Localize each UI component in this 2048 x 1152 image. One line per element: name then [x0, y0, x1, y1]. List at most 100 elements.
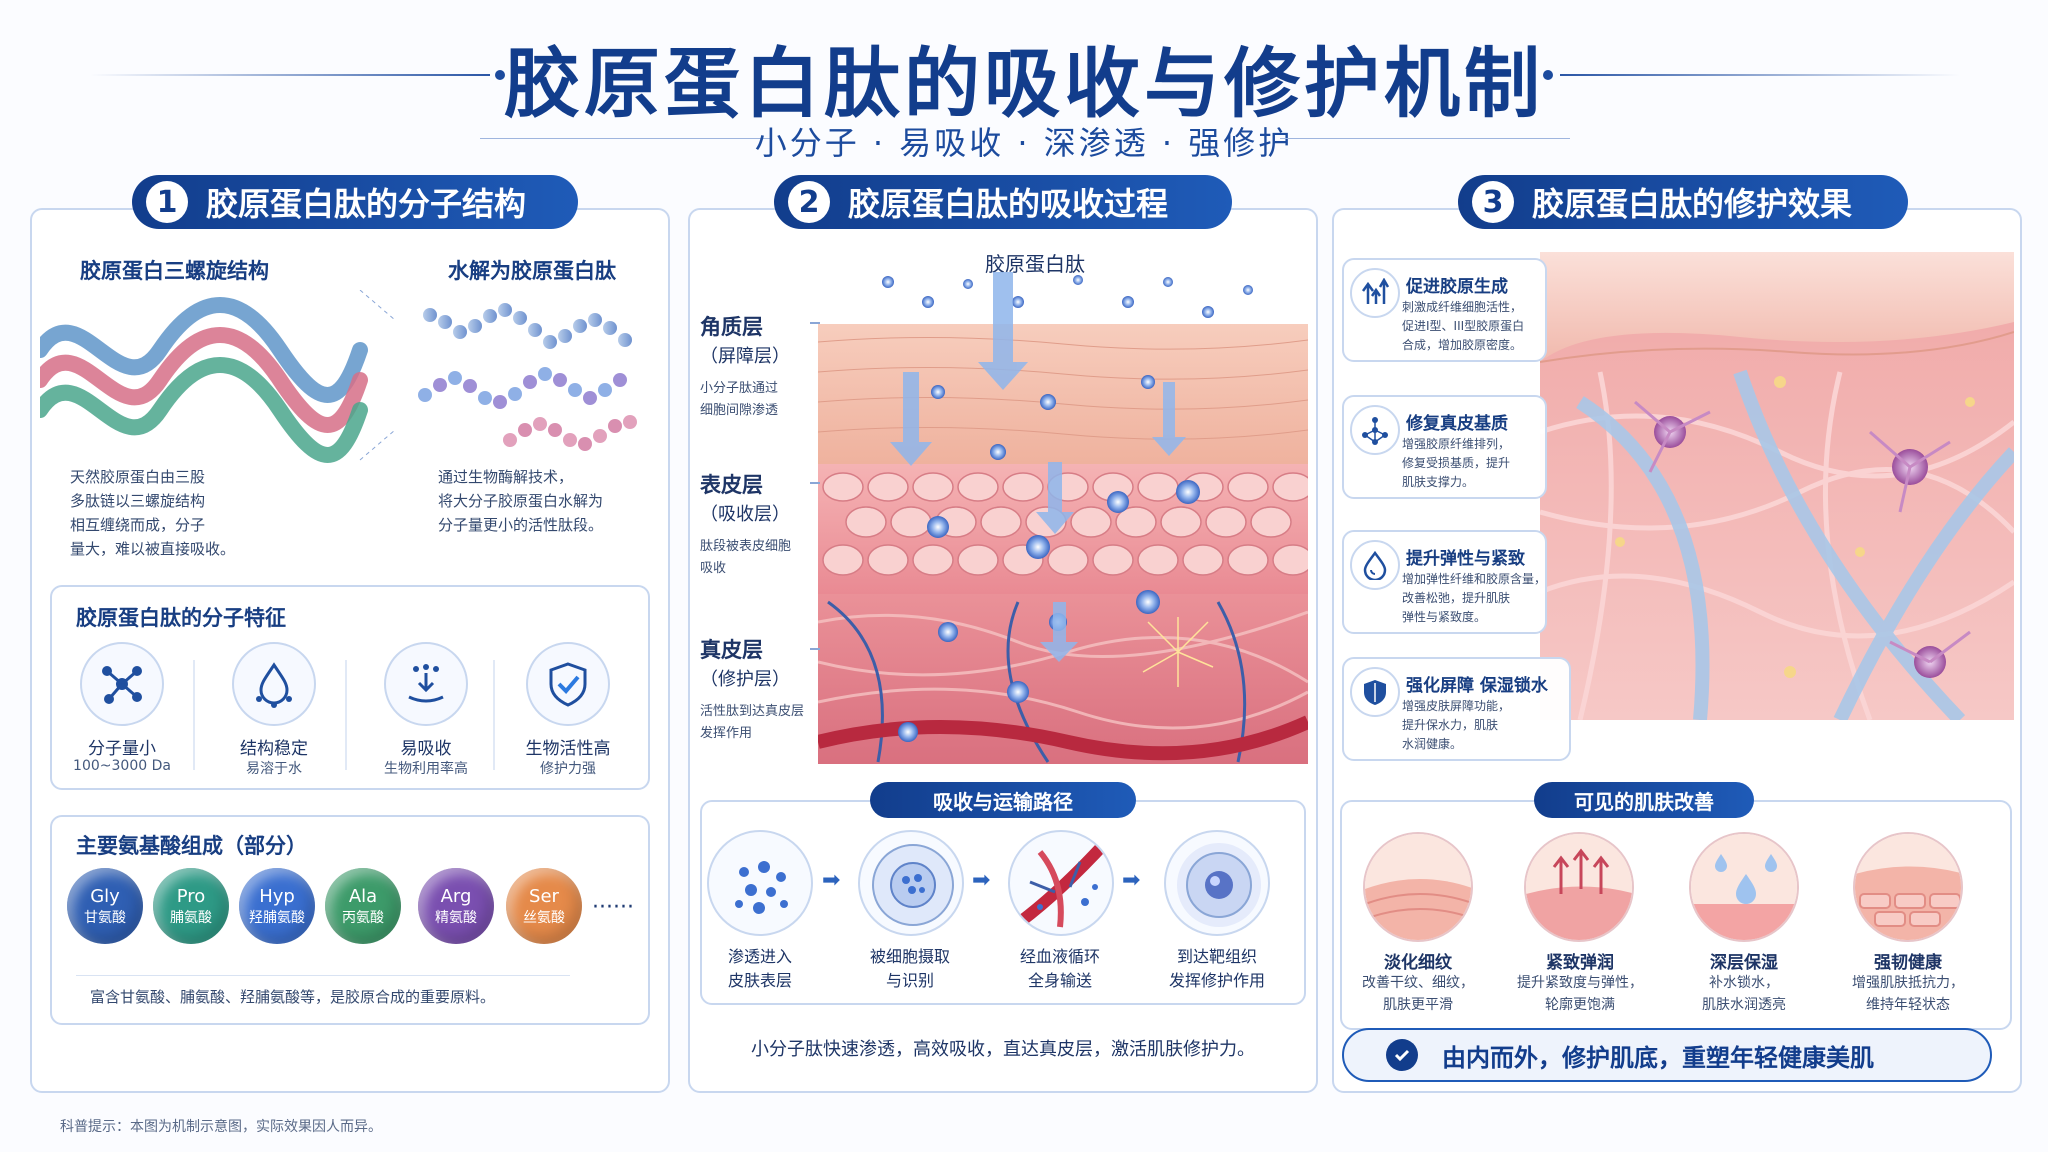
- feature-sub: 100~3000 Da: [73, 758, 171, 774]
- step-blood-circulation-icon: [1008, 830, 1114, 936]
- feature-label: 分子量小: [88, 739, 156, 759]
- layer-tick: [810, 482, 820, 484]
- title-right-dot: [1543, 70, 1553, 80]
- molecule-icon: [80, 642, 164, 726]
- layer-tick: [810, 648, 820, 650]
- amino-note: 富含甘氨酸、脯氨酸、羟脯氨酸等，是胶原合成的重要原料。: [90, 988, 496, 1006]
- helix-to-peptide-illustration: [40, 290, 637, 463]
- step-label: 到达靶组织发挥修护作用: [1168, 947, 1265, 990]
- step-penetrate-icon: [707, 830, 813, 936]
- title-left-rule: [90, 74, 490, 76]
- visible-desc: 补水锁水，肌肤水润透亮: [1702, 975, 1786, 1013]
- smooth-wrinkle-icon: [1363, 832, 1473, 942]
- feature-divider: [193, 660, 195, 770]
- skin-layers-illustration: [818, 272, 1308, 764]
- zoom-line-bottom: [359, 429, 396, 461]
- footnote: 科普提示：本图为机制示意图，实际效果因人而异。: [60, 1119, 382, 1135]
- peptide-particles: [882, 275, 1253, 742]
- check-circle-icon: [1386, 1039, 1418, 1071]
- fibroblast-cells: [1634, 400, 1971, 678]
- absorb-icon: [384, 642, 468, 726]
- step-label: 渗透进入皮肤表层: [727, 947, 792, 990]
- feature-sub: 修护力强: [540, 761, 596, 777]
- helix-strand-blue: [40, 297, 368, 403]
- visible-title: 深层保湿: [1710, 953, 1778, 973]
- helix-strand-pink: [40, 327, 368, 433]
- transport-path-title: 吸收与运输路径: [870, 782, 1136, 818]
- feature-label: 易吸收: [400, 739, 452, 759]
- visible-title: 强韧健康: [1874, 953, 1942, 973]
- effect-promote-collagen: 促进胶原生成 刺激成纤维细胞活性，促进I型、III型胶原蛋白合成，增加胶原密度。: [1342, 258, 1547, 362]
- title-right-rule: [1560, 74, 1960, 76]
- feature-divider: [493, 660, 495, 770]
- layer-epidermis: 表皮层 （吸收层） 肽段被表皮细胞 吸收: [700, 473, 792, 576]
- effect-repair-matrix: 修复真皮基质 增强胶原纤维排列，修复受损基质，提升肌肤支撑力。: [1342, 395, 1547, 499]
- page-subtitle: 小分子 · 易吸收 · 深渗透 · 强修护: [754, 124, 1294, 162]
- feature-label: 结构稳定: [240, 739, 308, 759]
- zoom-line-top: [359, 290, 396, 321]
- step-label: 经血液循环全身输送: [1019, 947, 1100, 990]
- layer-tick: [810, 322, 820, 324]
- feature-label: 生物活性高: [525, 739, 611, 759]
- skin-surface: [1540, 252, 2014, 362]
- visible-title: 紧致弹润: [1546, 953, 1614, 973]
- peptide-chains: [418, 303, 637, 451]
- collagen-fibers-blue: [1576, 369, 2014, 720]
- layer-stratum-corneum: 角质层 （屏障层） 小分子肽通过 细胞间隙渗透: [700, 315, 790, 418]
- subtitle-right-rule: [1280, 138, 1570, 139]
- path-arrow-icon: ➡: [972, 868, 991, 893]
- panel1-header: 1 胶原蛋白肽的分子结构: [132, 175, 578, 229]
- step-label: 被细胞摄取与识别: [869, 947, 950, 990]
- panel1-number: 1: [146, 181, 188, 223]
- effect-elasticity: 提升弹性与紧致 增加弹性纤维和胶原含量，改善松弛，提升肌肤弹性与紧致度。: [1342, 530, 1547, 634]
- helix-description: 天然胶原蛋白由三股多肽链以三螺旋结构相互缠绕而成，分子量大，难以被直接吸收。: [70, 468, 236, 558]
- step-target-tissue-icon: [1164, 830, 1270, 936]
- collagen-fibers-pink: [1540, 371, 2014, 720]
- summary-text: 由内而外，修护肌底，重塑年轻健康美肌: [1442, 1043, 1874, 1072]
- amino-more: ······: [592, 895, 634, 920]
- page-title: 胶原蛋白肽的吸收与修护机制: [504, 39, 1544, 128]
- amino-divider: [76, 975, 570, 976]
- firm-elastic-icon: [1524, 832, 1634, 942]
- shield-icon: [1350, 667, 1400, 717]
- blood-vessel-red: [818, 715, 1308, 761]
- subtitle-left-rule: [480, 138, 770, 139]
- title-left-dot: [495, 70, 505, 80]
- path-arrow-icon: ➡: [822, 868, 841, 893]
- network-icon: [1350, 405, 1400, 455]
- hydrolysis-label: 水解为胶原蛋白肽: [448, 259, 616, 283]
- feature-sub: 易溶于水: [246, 761, 302, 777]
- visible-improvement-title: 可见的肌肤改善: [1534, 782, 1754, 818]
- shield-check-icon: [526, 642, 610, 726]
- effect-barrier-hydration: 强化屏障 保湿锁水 增强皮肤屏障功能，提升保水力，肌肤水润健康。: [1342, 657, 1571, 761]
- water-drop-icon: [232, 642, 316, 726]
- helix-strand-green: [40, 357, 368, 463]
- panel3-number: 3: [1472, 181, 1514, 223]
- hydrolysis-description: 通过生物酶解技术，将大分子胶原蛋白水解为分子量更小的活性肽段。: [438, 468, 604, 534]
- panel1-title: 胶原蛋白肽的分子结构: [206, 185, 527, 223]
- panel2-number: 2: [788, 181, 830, 223]
- diffusion-arrows: [890, 272, 1186, 662]
- visible-desc: 增强肌肤抵抗力，维持年轻状态: [1852, 975, 1964, 1013]
- summary-banner: 由内而外，修护肌底，重塑年轻健康美肌: [1342, 1028, 1992, 1082]
- visible-title: 淡化细纹: [1384, 953, 1452, 973]
- amino-title: 主要氨基酸组成（部分）: [76, 834, 307, 858]
- dermis-repair-illustration: [1540, 252, 2014, 720]
- helix-label: 胶原蛋白三螺旋结构: [80, 259, 269, 283]
- panel3-title: 胶原蛋白肽的修护效果: [1532, 185, 1853, 223]
- epidermis-cells: [822, 472, 1308, 576]
- strong-healthy-icon: [1853, 832, 1963, 942]
- feature-divider: [345, 660, 347, 770]
- feature-sub: 生物利用率高: [384, 761, 468, 777]
- visible-desc: 提升紧致度与弹性，轮廓更饱满: [1517, 975, 1643, 1013]
- path-arrow-icon: ➡: [1122, 868, 1141, 893]
- absorption-footer: 小分子肽快速渗透，高效吸收，直达真皮层，激活肌肤修护力。: [751, 1039, 1255, 1060]
- features-title: 胶原蛋白肽的分子特征: [76, 606, 286, 630]
- growth-arrows-icon: [1350, 268, 1400, 318]
- fibroblast-starburst: [1142, 617, 1214, 687]
